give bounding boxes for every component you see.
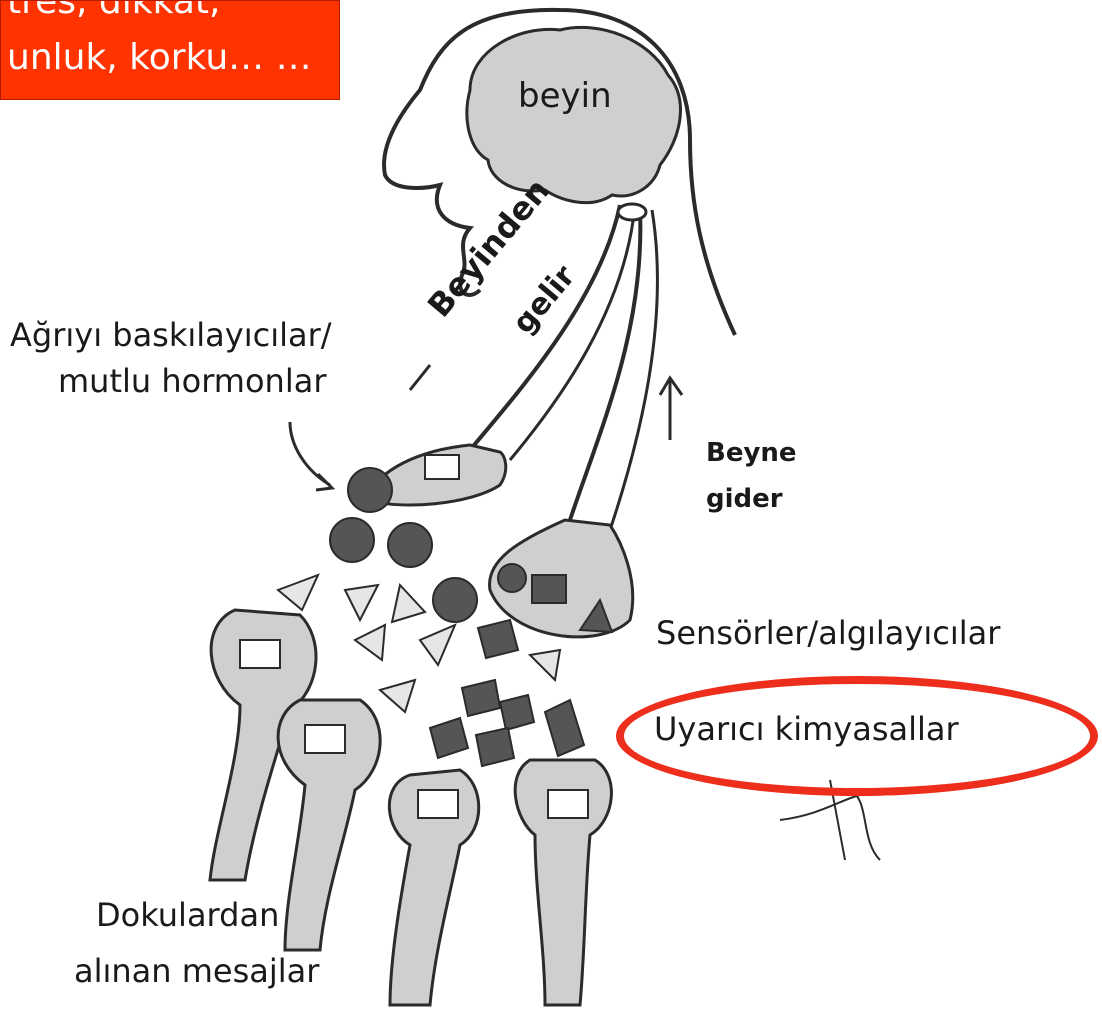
suppressors-label-1: Ağrıyı baskılayıcılar/ xyxy=(10,316,332,354)
to-brain-label-2: gider xyxy=(706,484,783,514)
to-brain-label-1: Beyne xyxy=(706,438,797,468)
stimulant-molecules xyxy=(430,620,584,766)
suppressors-label-2: mutlu hormonlar xyxy=(58,362,326,400)
tissue-messages-label-1: Dokulardan xyxy=(96,896,279,934)
sensors-label: Sensörler/algılayıcılar xyxy=(656,614,1000,652)
stimulants-label: Uyarıcı kimyasallar xyxy=(654,710,959,748)
ascending-nerve-inner xyxy=(610,210,657,530)
nerve-junction xyxy=(618,204,646,220)
dash-mark xyxy=(410,365,430,390)
up-arrow xyxy=(660,378,682,440)
context-note-box: tres, dikkat, unluk, korku… … xyxy=(0,0,340,100)
pointer-arrow xyxy=(290,422,332,490)
context-note-line-1: tres, dikkat, xyxy=(7,0,220,22)
brain-label: beyin xyxy=(518,76,612,116)
tissue-messages-label-2: alınan mesajlar xyxy=(74,952,319,990)
context-note-line-2: unluk, korku… … xyxy=(7,37,312,78)
